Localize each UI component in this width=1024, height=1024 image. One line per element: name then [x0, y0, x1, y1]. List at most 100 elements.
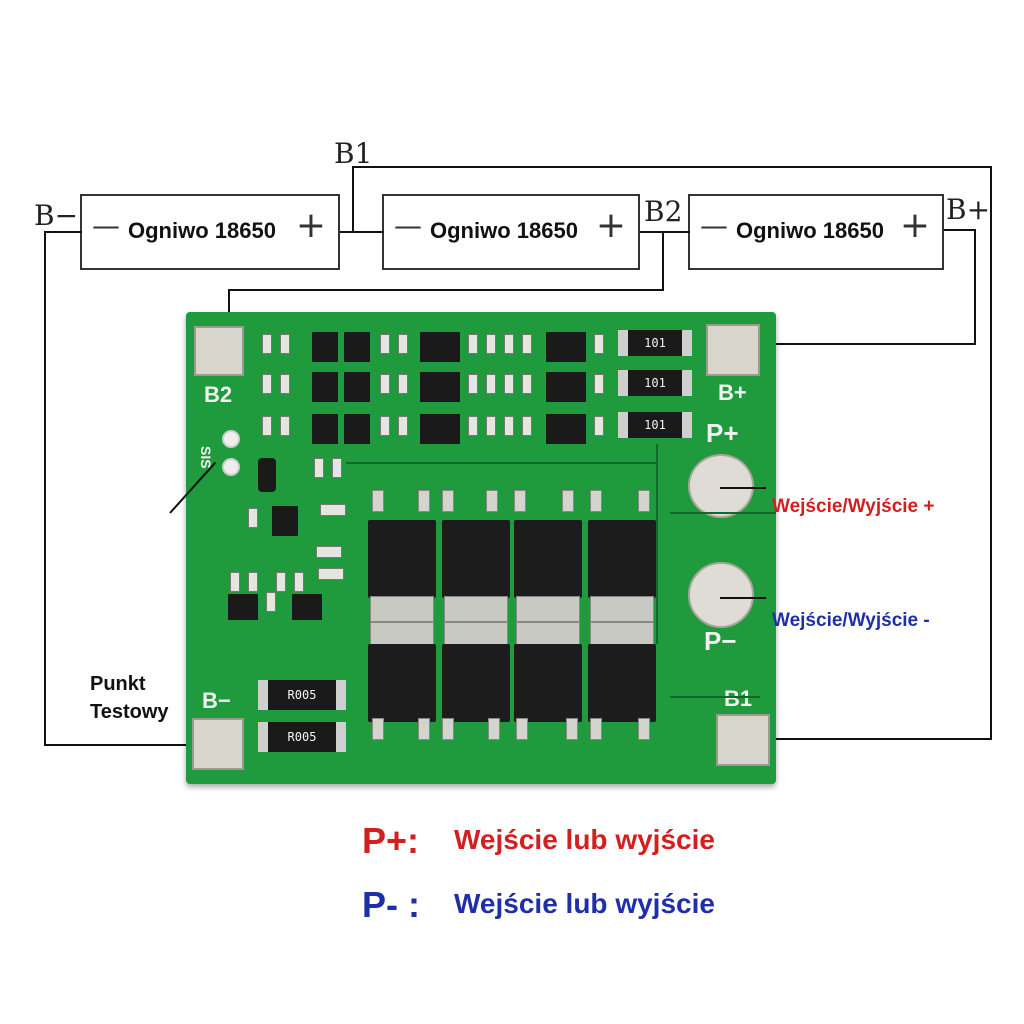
smd-capacitor: [468, 334, 478, 354]
smd-capacitor: [504, 374, 514, 394]
node-label-b-plus: B+: [946, 193, 991, 226]
cell-minus-sign: —: [700, 209, 728, 242]
bms-pcb-board: B2 B+ P+ P− B− B1 SIS: [186, 312, 776, 784]
wire-b-plus: [974, 229, 976, 345]
mosfet-leg: [418, 490, 430, 512]
test-point-hole: [222, 458, 240, 476]
leader-line-p-minus: [720, 597, 766, 599]
ic-chip: [546, 414, 586, 444]
wire-b1: [770, 738, 992, 740]
smd-capacitor: [594, 374, 604, 394]
pad-b1: [716, 714, 770, 766]
smd-capacitor: [594, 416, 604, 436]
mosfet-leg: [372, 718, 384, 740]
wire-cell2-cell3: [640, 231, 690, 233]
resistor-marking: 101: [644, 336, 666, 350]
resistor-marking: R005: [287, 730, 317, 744]
smd-capacitor: [266, 592, 276, 612]
test-point-hole: [222, 430, 240, 448]
legend-key-p-minus: P- :: [362, 884, 420, 925]
label-test-point-line2: Testowy: [90, 701, 169, 723]
legend-text-p-plus: Wejście lub wyjście: [454, 824, 715, 855]
pcb-label-b2: B2: [204, 382, 233, 407]
wire-b-plus: [944, 229, 976, 231]
pcb-label-p-minus: P−: [704, 626, 737, 656]
shunt-resistor-r005: R005: [258, 680, 346, 710]
ic-chip: [312, 414, 338, 444]
label-test-point: Punkt Testowy: [90, 670, 169, 726]
resistor-marking: 101: [644, 376, 666, 390]
mosfet: [368, 520, 436, 598]
wire-b-minus: [44, 231, 82, 233]
smd-capacitor: [316, 546, 342, 558]
mosfet-leg: [638, 718, 650, 740]
mosfet-tab: [516, 596, 580, 622]
mosfet: [442, 520, 510, 598]
mosfet: [514, 644, 582, 722]
legend-key-p-plus: P+:: [362, 820, 420, 861]
wire-b2: [228, 289, 664, 291]
smd-capacitor: [248, 572, 258, 592]
pad-b-plus: [706, 324, 760, 376]
mosfet-leg: [488, 718, 500, 740]
mosfet: [588, 520, 656, 598]
mosfet-leg: [562, 490, 574, 512]
resistor-101: 101: [618, 412, 692, 438]
shunt-resistor-r005: R005: [258, 722, 346, 752]
mosfet-leg: [516, 718, 528, 740]
wire-b-plus: [760, 343, 976, 345]
ic-chip: [420, 414, 460, 444]
ic-chip: [344, 372, 370, 402]
leader-line-p-plus: [720, 487, 766, 489]
smd-capacitor: [504, 334, 514, 354]
smd-capacitor: [320, 504, 346, 516]
pcb-trace: [670, 696, 760, 698]
pcb-trace: [670, 512, 776, 514]
mosfet-leg: [372, 490, 384, 512]
pcb-trace: [346, 462, 658, 464]
pcb-label-b1: B1: [724, 686, 753, 711]
wire-b1: [352, 166, 354, 232]
smd-capacitor: [280, 334, 290, 354]
smd-capacitor: [504, 416, 514, 436]
cell-label: Ogniwo 18650: [128, 218, 276, 243]
smd-capacitor: [314, 458, 324, 478]
pcb-label-b-plus: B+: [718, 380, 747, 405]
mosfet-tab: [590, 622, 654, 648]
smd-capacitor: [398, 374, 408, 394]
smd-capacitor: [332, 458, 342, 478]
resistor-marking: R005: [287, 688, 317, 702]
cell-plus-sign: +: [295, 205, 326, 246]
smd-capacitor: [380, 416, 390, 436]
mosfet-leg: [590, 490, 602, 512]
smd-capacitor: [262, 334, 272, 354]
ic-chip: [228, 594, 258, 620]
node-label-b-minus: B−: [34, 199, 79, 232]
smd-capacitor: [468, 416, 478, 436]
pad-b2: [194, 326, 244, 376]
mosfet-tab: [444, 596, 508, 622]
mosfet-leg: [442, 490, 454, 512]
smd-capacitor: [486, 374, 496, 394]
smd-capacitor: [486, 416, 496, 436]
mosfet-leg: [566, 718, 578, 740]
mosfet-leg: [486, 490, 498, 512]
ic-chip: [420, 332, 460, 362]
mosfet-leg: [638, 490, 650, 512]
label-io-plus: Wejście/Wyjście +: [772, 496, 935, 517]
smd-capacitor: [262, 374, 272, 394]
mosfet: [588, 644, 656, 722]
smd-capacitor: [230, 572, 240, 592]
battery-cell-3: — Ogniwo 18650 +: [688, 194, 944, 270]
smd-capacitor: [522, 334, 532, 354]
smd-capacitor: [522, 374, 532, 394]
cell-plus-sign: +: [595, 205, 626, 246]
smd-capacitor: [594, 334, 604, 354]
wire-b2: [662, 231, 664, 291]
cell-label: Ogniwo 18650: [430, 218, 578, 243]
smd-capacitor: [398, 334, 408, 354]
resistor-101: 101: [618, 370, 692, 396]
cell-minus-sign: —: [92, 209, 120, 242]
mosfet-leg: [442, 718, 454, 740]
